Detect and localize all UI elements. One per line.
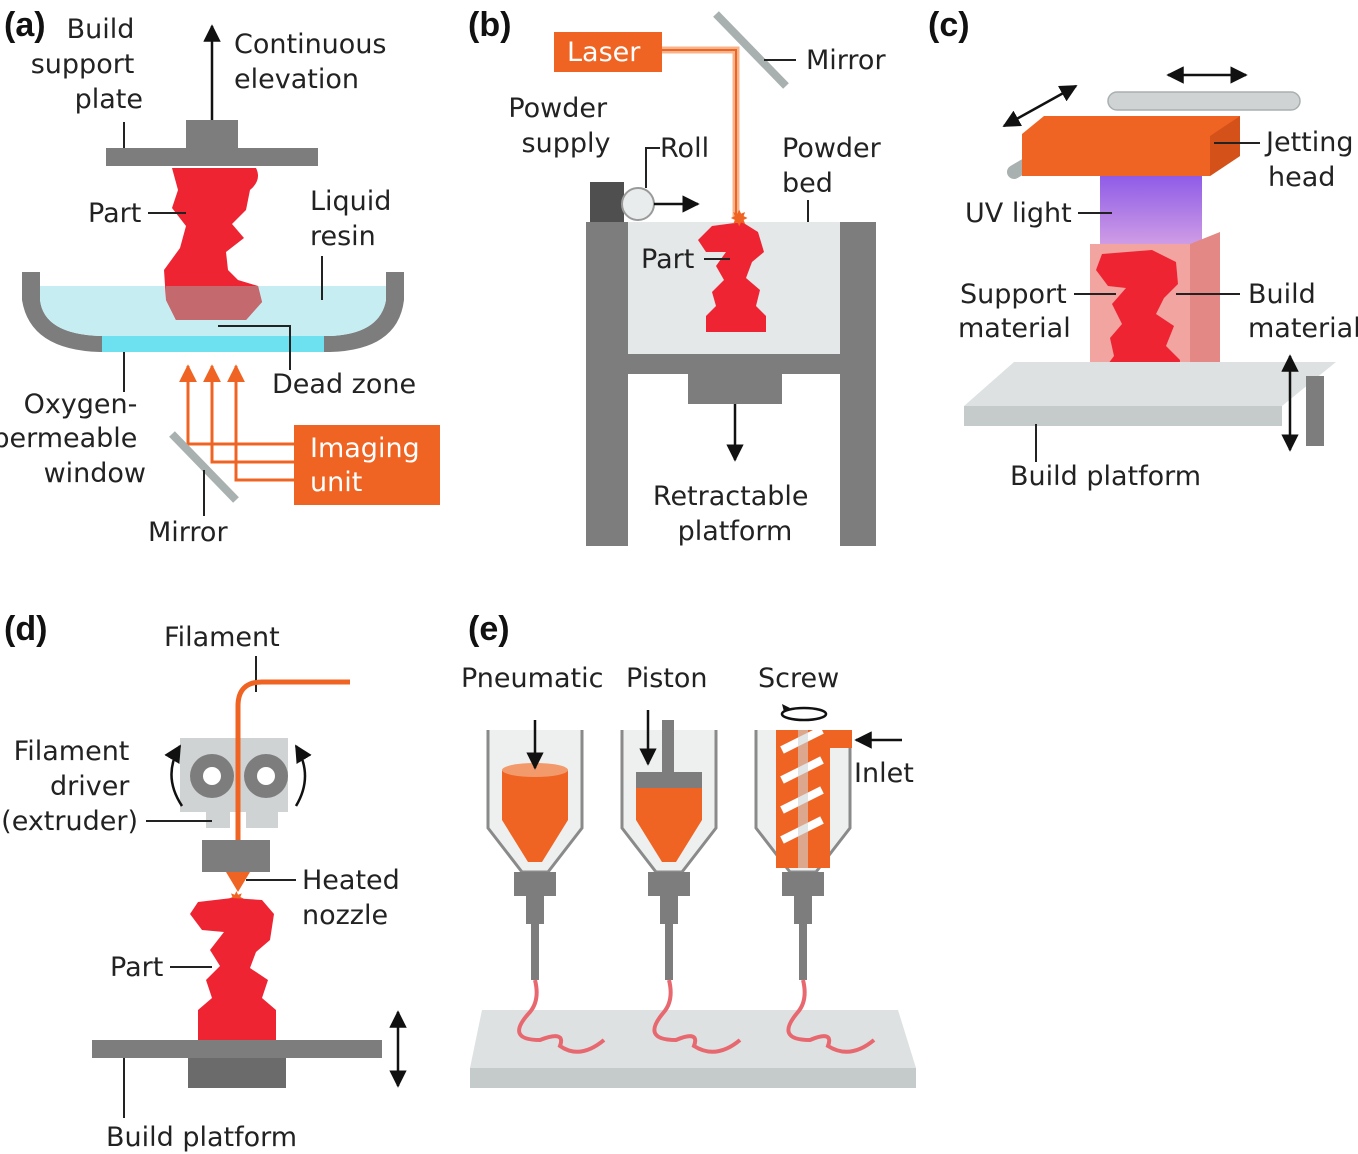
mirror-label: Mirror <box>148 517 228 548</box>
panel-e-label: (e) <box>468 610 510 648</box>
leader-line <box>645 147 660 188</box>
rail <box>1107 91 1301 111</box>
screw-label: Screw <box>758 663 839 694</box>
mirror-label: Mirror <box>806 45 886 76</box>
pneumatic-label: Pneumatic <box>461 663 603 694</box>
dead-zone-label: Dead zone <box>272 369 416 400</box>
wheel-hub <box>203 767 221 785</box>
rotate-arrow-right <box>294 744 312 807</box>
oxygen-window-label: Oxygen- permeable window <box>0 389 146 489</box>
light-beam <box>179 364 296 446</box>
support-material-label: Support material <box>958 279 1075 344</box>
filament-driver-label: Filament driver (extruder) <box>1 736 138 837</box>
jetting-head-label: Jetting head <box>1264 127 1358 193</box>
mirror-a <box>169 431 239 503</box>
part-label: Part <box>641 244 694 275</box>
imaging-unit-label: Imaging unit <box>310 433 428 498</box>
powder-supply-hopper <box>590 182 624 222</box>
build-platform <box>964 406 1282 426</box>
laser-spot-icon: ✸ <box>730 207 748 232</box>
rotation-icon <box>780 706 828 722</box>
leader-line <box>218 325 291 370</box>
y-motion-arrow <box>1002 84 1078 128</box>
piston-rod <box>662 720 674 774</box>
extruded-bead <box>517 979 606 1054</box>
inlet-port <box>828 730 852 748</box>
powder-supply-label: Powder supply <box>508 93 615 159</box>
platform-post <box>1306 376 1324 446</box>
left-wall <box>586 222 628 546</box>
part-label: Part <box>88 198 141 229</box>
light-beam <box>227 364 296 482</box>
jetting-head-side <box>1210 116 1240 176</box>
piston-plunger <box>636 772 702 788</box>
imaging-unit <box>294 425 440 505</box>
support-material-side <box>1190 232 1220 390</box>
roll-label: Roll <box>660 133 709 164</box>
filament <box>235 679 350 872</box>
part <box>164 168 262 320</box>
part-label: Part <box>110 952 163 983</box>
build-platform-top <box>964 362 1336 406</box>
substrate <box>470 1068 916 1088</box>
panel-e: (e) Pneumatic Piston Screw <box>461 610 916 1088</box>
oxygen-permeable-window <box>102 336 324 352</box>
panel-d: (d) Filament Filament driver (extruder) … <box>1 610 408 1153</box>
panel-c-label: (c) <box>928 6 970 44</box>
wheel-hub <box>257 767 275 785</box>
filament-label: Filament <box>164 622 280 653</box>
piston-label: Piston <box>626 663 707 694</box>
bed-platform <box>628 354 840 374</box>
panel-a-label: (a) <box>4 6 46 44</box>
plate-mount <box>186 120 238 150</box>
laser-label: Laser <box>567 37 641 68</box>
driver-foot <box>206 806 230 828</box>
panel-c: (c) Jetting head UV light Support materi… <box>928 6 1358 492</box>
build-platform-label: Build platform <box>106 1122 297 1153</box>
build-platform-label: Build platform <box>1010 461 1201 492</box>
retractable-platform-label: Retractable platform <box>653 481 817 547</box>
laser-box <box>554 32 662 72</box>
panel-b-label: (b) <box>468 6 511 44</box>
pneumatic-syringe <box>486 720 606 1054</box>
continuous-elevation-label: Continuous elevation <box>234 29 395 95</box>
build-support-plate-label: Build support plate <box>31 14 143 115</box>
panel-b: (b) Laser Mirror Powder supply Roll Powd… <box>468 6 889 547</box>
part <box>190 898 276 1040</box>
heater-block <box>202 840 270 872</box>
panel-a: (a) Build support plate Continuous eleva… <box>0 6 440 548</box>
extruded-bead <box>786 979 876 1054</box>
mirror-b <box>713 11 789 89</box>
heated-nozzle-label: Heated nozzle <box>302 865 408 931</box>
extruded-bead <box>652 979 742 1054</box>
platform-piston <box>688 374 782 404</box>
uv-light <box>1100 176 1202 246</box>
light-beam <box>203 364 296 464</box>
build-material-label: Build material <box>1248 279 1358 344</box>
heated-nozzle <box>226 872 250 892</box>
part <box>1096 250 1180 390</box>
jetting-head <box>1022 116 1240 176</box>
uv-light-label: UV light <box>965 198 1072 229</box>
build-support-plate <box>106 148 318 166</box>
piston-syringe <box>620 710 742 1054</box>
screw-syringe <box>754 704 902 1054</box>
platform-mount <box>188 1058 286 1088</box>
submerged-part <box>166 286 262 320</box>
powder-bed-label: Powder bed <box>782 133 889 199</box>
right-wall <box>840 222 876 546</box>
part <box>698 222 766 332</box>
build-platform <box>92 1040 382 1058</box>
laser-beam-core <box>662 49 737 218</box>
roll <box>621 187 655 221</box>
rotate-arrow-left <box>164 744 184 807</box>
liquid-resin-label: Liquid resin <box>310 186 400 252</box>
driver-foot <box>246 806 278 828</box>
inlet-label: Inlet <box>854 758 914 789</box>
panel-d-label: (d) <box>4 610 47 648</box>
